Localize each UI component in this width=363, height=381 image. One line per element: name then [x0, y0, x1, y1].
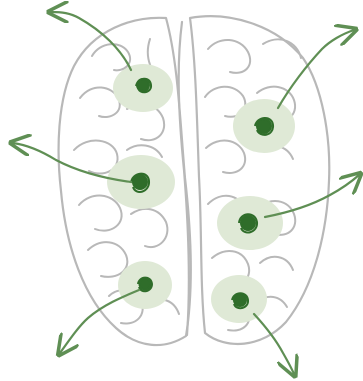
node-left-lower [138, 278, 152, 292]
node-right-middle [239, 214, 257, 232]
node-left-upper [136, 79, 151, 93]
node-left-middle [131, 174, 149, 192]
node-right-upper [255, 118, 273, 135]
center-fissure [179, 22, 189, 335]
arrow-left-upper [51, 12, 131, 70]
node-right-lower [232, 293, 248, 308]
brain-outline [59, 16, 330, 345]
arrow-right-lower [254, 314, 294, 374]
